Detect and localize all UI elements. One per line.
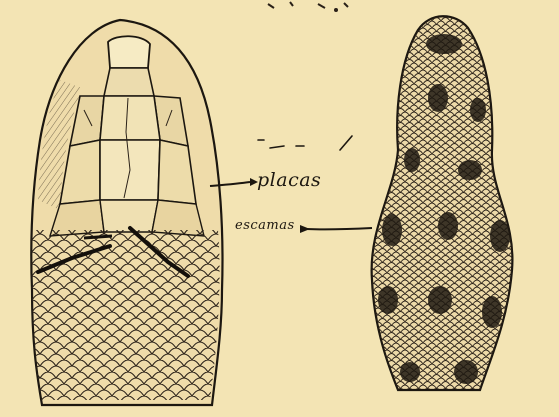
scales-label: escamas bbox=[235, 218, 295, 233]
top-ink-marks bbox=[268, 2, 348, 12]
snake-head-with-scales bbox=[366, 10, 518, 394]
snake-head-with-plates bbox=[30, 20, 226, 408]
plates-label: placas bbox=[257, 169, 321, 191]
